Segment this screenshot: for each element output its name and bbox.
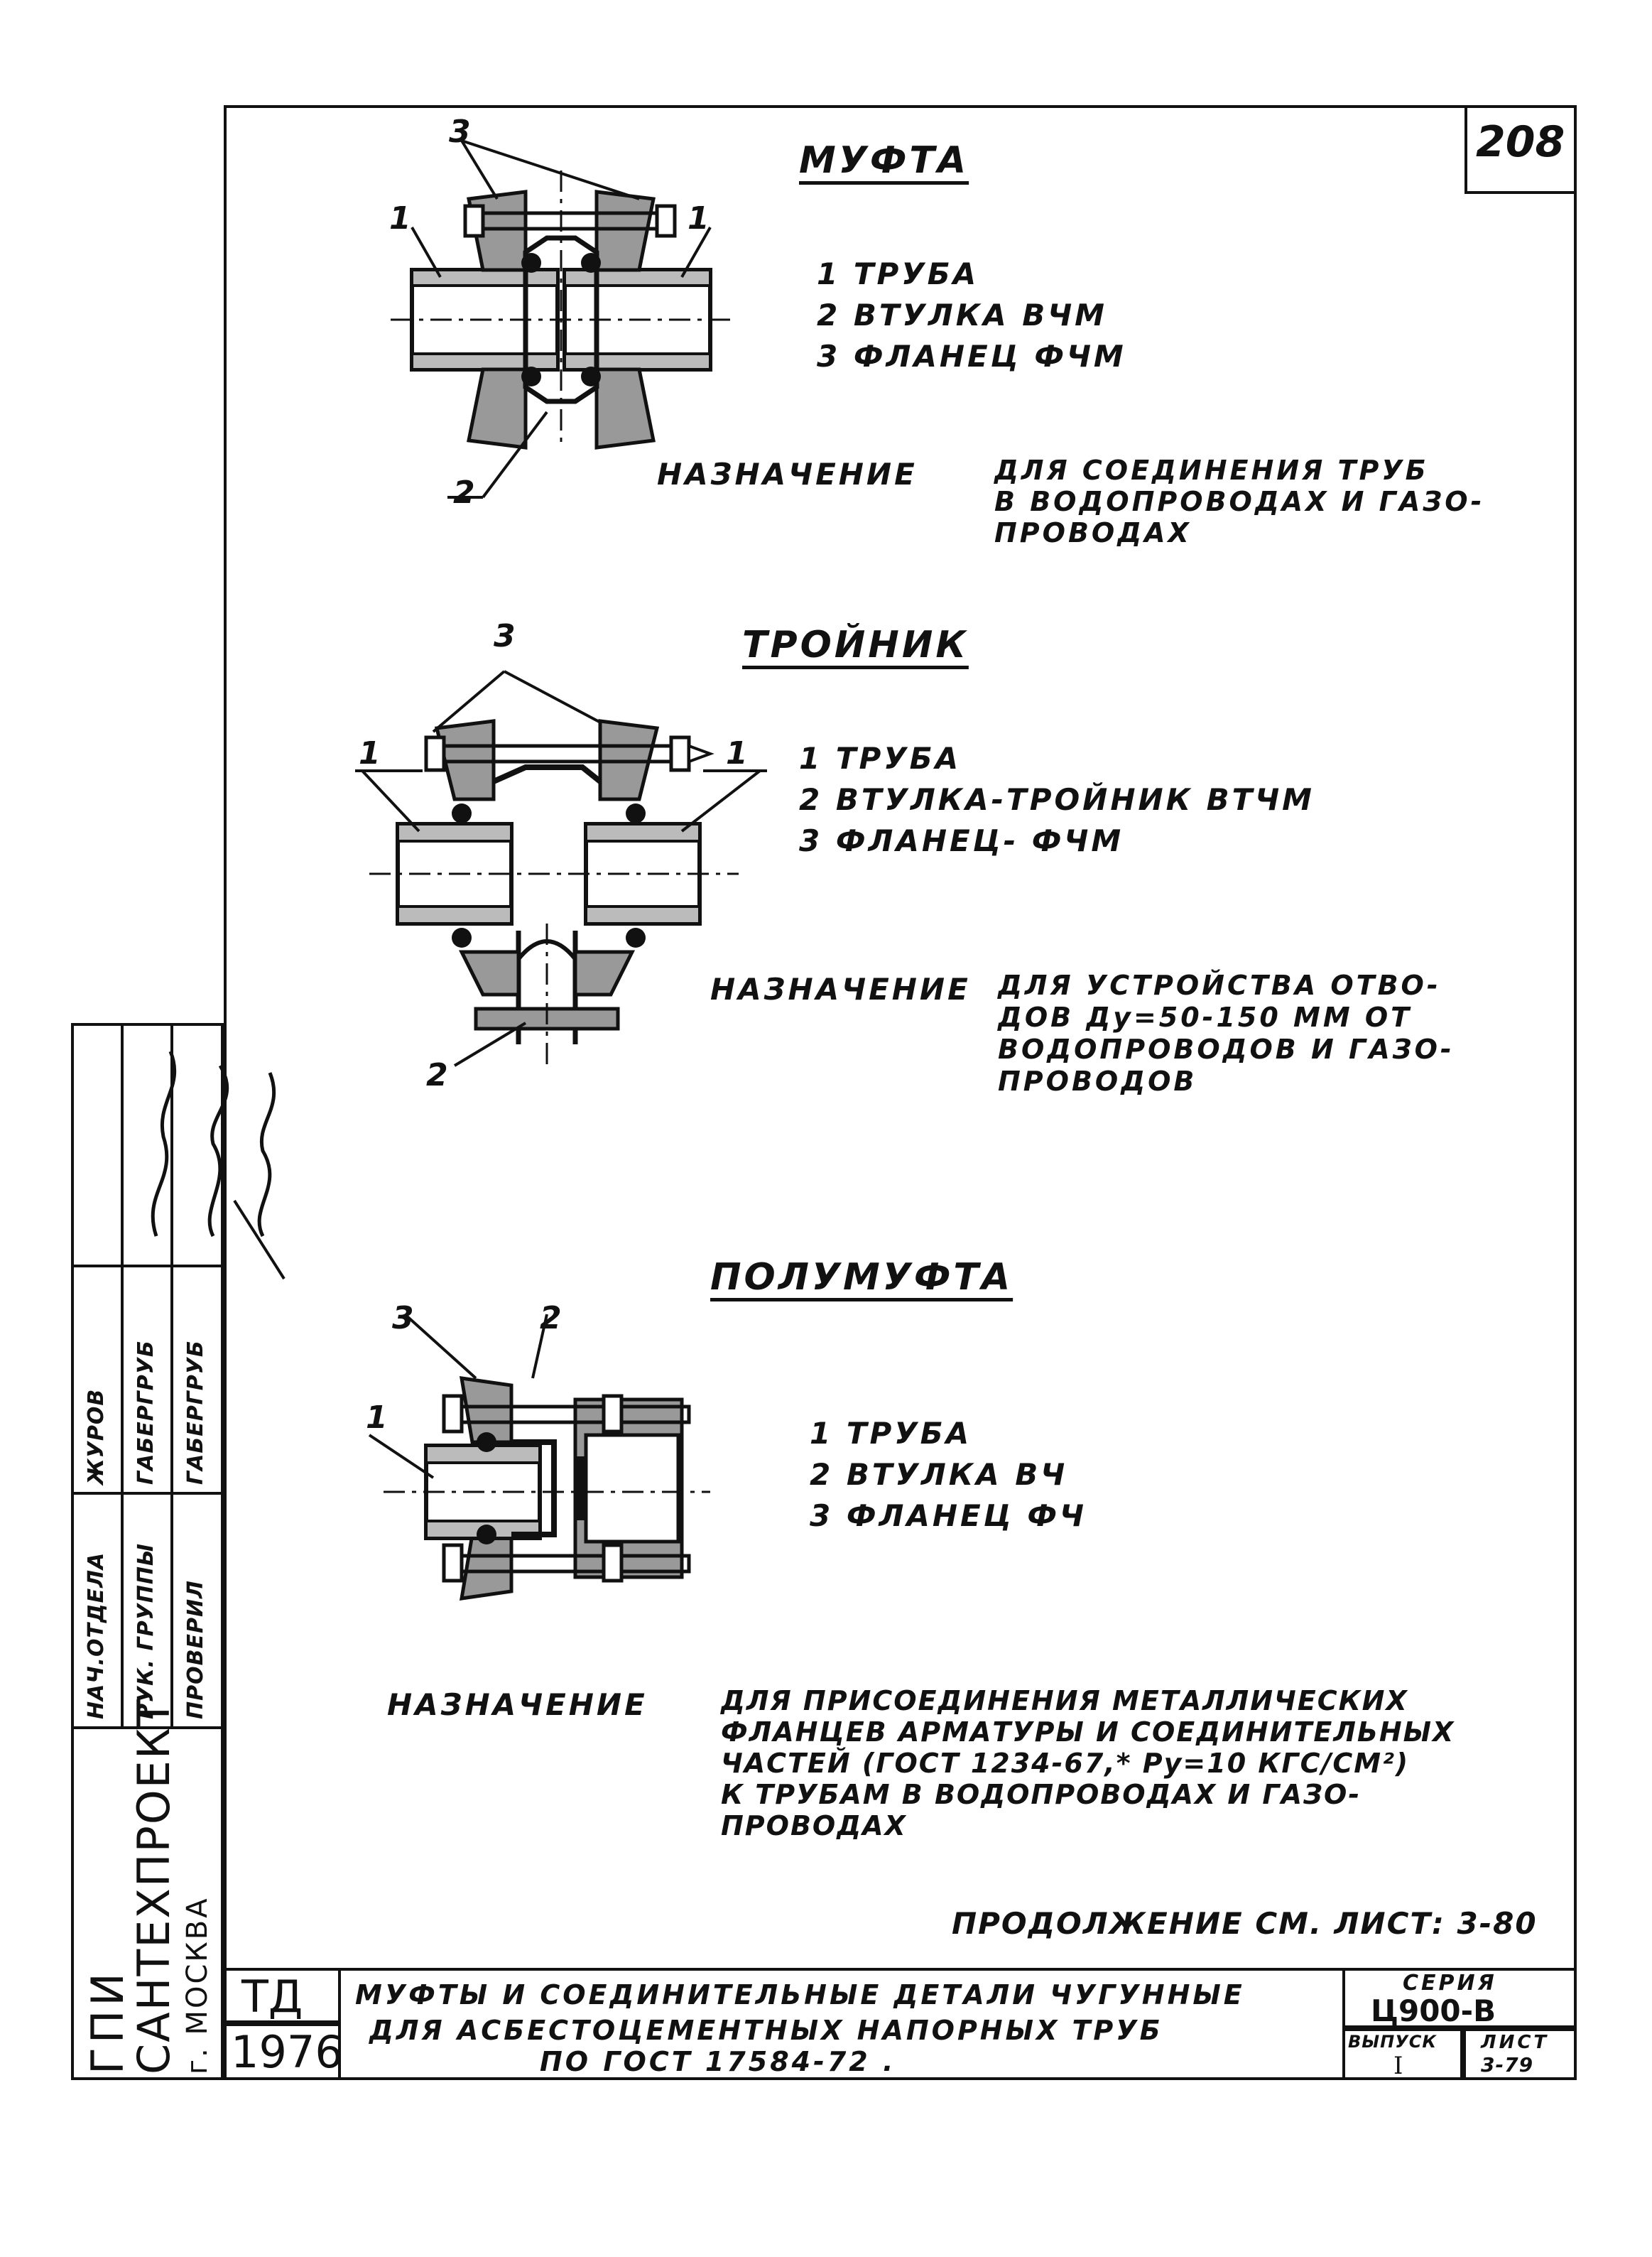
role-3: ПРОВЕРИЛ [183, 1580, 208, 1719]
polumufta-callout-2: 2 [540, 1300, 565, 1336]
doc-title-line-3: ПО ГОСТ 17584-72 . [540, 2046, 896, 2077]
mufta-purpose-line-1: ДЛЯ СОЕДИНЕНИЯ ТРУБ [994, 455, 1429, 486]
polumufta-title: ПОЛУМУФТА [710, 1256, 1014, 1299]
polumufta-purpose-label: НАЗНАЧЕНИЕ [387, 1687, 648, 1722]
series-value: Ц900-В [1371, 1993, 1496, 2028]
td-label: ТД [241, 1971, 303, 2023]
td-cell [224, 1968, 341, 2023]
year-label: 1976 [231, 2026, 343, 2078]
sheet-number-box [1464, 105, 1577, 194]
continuation-note: ПРОДОЛЖЕНИЕ СМ. ЛИСТ: 3-80 [952, 1906, 1538, 1941]
mufta-purpose-line-2: В ВОДОПРОВОДАХ И ГАЗО- [994, 486, 1485, 517]
doc-title-line-1: МУФТЫ И СОЕДИНИТЕЛЬНЫЕ ДЕТАЛИ ЧУГУННЫЕ [355, 1979, 1245, 2010]
polumufta-purpose-line-5: ПРОВОДАХ [721, 1810, 907, 1841]
issue-value: I [1393, 2052, 1403, 2080]
name-2: ГАБЕРГРУБ [134, 1340, 158, 1485]
side-divider-2 [170, 1023, 173, 1726]
polumufta-purpose-line-1: ДЛЯ ПРИСОЕДИНЕНИЯ МЕТАЛЛИЧЕСКИХ [721, 1685, 1408, 1716]
role-2: РУК. ГРУППЫ [134, 1542, 158, 1719]
doc-title-line-2: ДЛЯ АСБЕСТОЦЕМЕНТНЫХ НАПОРНЫХ ТРУБ [369, 2015, 1163, 2046]
issue-label: ВЫПУСК [1348, 2032, 1437, 2052]
issue-cell [1342, 2028, 1463, 2080]
troynik-purpose-line-4: ПРОВОДОВ [998, 1066, 1197, 1097]
polumufta-purpose-line-4: К ТРУБАМ В ВОДОПРОВОДАХ И ГАЗО- [721, 1779, 1362, 1810]
mufta-item-3: 3 ФЛАНЕЦ ФЧМ [817, 339, 1126, 374]
side-divider-h2 [71, 1265, 224, 1267]
troynik-callout-1-right: 1 [726, 735, 751, 772]
mufta-purpose-line-3: ПРОВОДАХ [994, 517, 1192, 548]
troynik-purpose-line-2: ДОВ Ду=50-150 ММ ОТ [998, 1002, 1413, 1033]
troynik-title: ТРОЙНИК [742, 624, 969, 666]
polumufta-purpose-line-3: ЧАСТЕЙ (ГОСТ 1234-67,* Ру=10 КГС/СМ²) [721, 1748, 1410, 1779]
sheet-number: 208 [1476, 117, 1565, 167]
troynik-callout-2: 2 [426, 1057, 451, 1093]
signatures [151, 1051, 286, 1280]
side-divider-h1 [71, 1492, 224, 1495]
troynik-drawing [355, 670, 767, 1067]
polumufta-purpose-line-2: ФЛАНЦЕВ АРМАТУРЫ И СОЕДИНИТЕЛЬНЫХ [721, 1716, 1455, 1748]
troynik-item-1: 1 ТРУБА [799, 741, 962, 776]
mufta-drawing [391, 139, 732, 499]
polumufta-item-3: 3 ФЛАНЕЦ ФЧ [810, 1498, 1087, 1533]
role-1: НАЧ.ОТДЕЛА [84, 1552, 109, 1719]
polumufta-item-1: 1 ТРУБА [810, 1416, 972, 1451]
name-1: ЖУРОВ [84, 1388, 109, 1485]
troynik-purpose-line-3: ВОДОПРОВОДОВ И ГАЗО- [998, 1034, 1455, 1065]
side-divider-1 [121, 1023, 124, 1726]
series-label: СЕРИЯ [1403, 1971, 1497, 1996]
mufta-item-2: 2 ВТУЛКА ВЧМ [817, 298, 1107, 332]
org-line-2: САНТЕХПРОЕКТ [128, 1698, 180, 2074]
polumufta-drawing [368, 1313, 710, 1601]
mufta-title: МУФТА [799, 139, 969, 182]
polumufta-callout-1: 1 [366, 1400, 391, 1436]
name-3: ГАБЕРГРУБ [183, 1340, 208, 1485]
series-cell [1342, 1968, 1577, 2028]
troynik-item-2: 2 ВТУЛКА-ТРОЙНИК ВТЧМ [799, 782, 1315, 817]
org-line-1: ГПИ [82, 1969, 134, 2074]
mufta-callout-3: 3 [449, 114, 474, 150]
troynik-purpose-label: НАЗНАЧЕНИЕ [710, 972, 971, 1007]
polumufta-callout-3: 3 [392, 1300, 417, 1336]
mufta-purpose-label: НАЗНАЧЕНИЕ [657, 457, 918, 492]
mufta-item-1: 1 ТРУБА [817, 256, 979, 291]
org-cell [71, 1726, 224, 2080]
sheet-value: 3-79 [1481, 2053, 1534, 2077]
troynik-callout-1-left: 1 [359, 735, 384, 772]
troynik-purpose-line-1: ДЛЯ УСТРОЙСТВА ОТВО- [998, 970, 1441, 1001]
polumufta-item-2: 2 ВТУЛКА ВЧ [810, 1457, 1068, 1492]
org-line-3: г. МОСКВА [181, 1896, 214, 2074]
sheet-label: ЛИСТ [1481, 2032, 1550, 2053]
mufta-callout-2: 2 [453, 475, 478, 511]
troynik-callout-3: 3 [494, 618, 518, 654]
troynik-item-3: 3 ФЛАНЕЦ- ФЧМ [799, 823, 1124, 858]
mufta-callout-1-left: 1 [389, 200, 414, 237]
sheet-cell [1463, 2028, 1577, 2080]
year-cell [224, 2023, 341, 2080]
mufta-callout-1-right: 1 [688, 200, 712, 237]
